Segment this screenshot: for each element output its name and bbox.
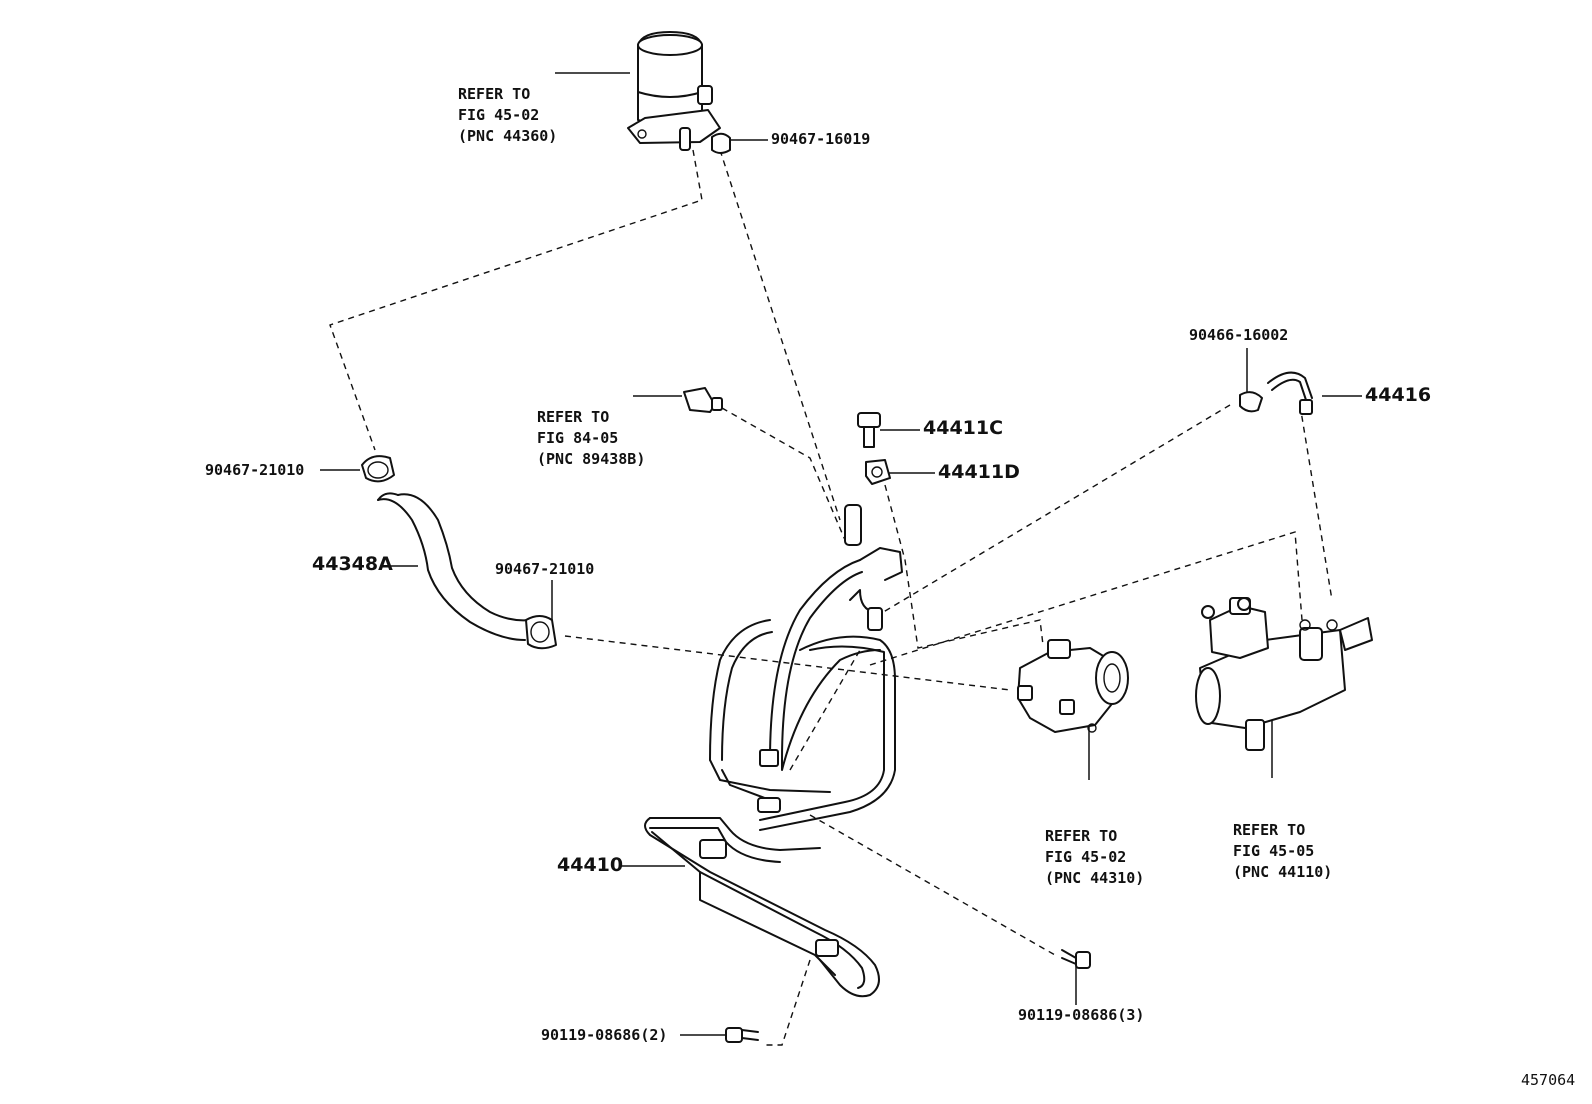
pump-drawing <box>1017 639 1129 733</box>
bolt-bottom-drawing <box>725 1027 759 1043</box>
clamp-right-part-number[interactable]: 90466-16002 <box>1189 326 1289 344</box>
reservoir-drawing <box>627 31 721 151</box>
hose-part-number[interactable]: 44348A <box>312 553 393 575</box>
clamp-left-drawing <box>361 455 395 483</box>
bolt-44411C-part-number[interactable]: 44411C <box>923 417 1004 439</box>
leader-lines <box>320 72 1362 1036</box>
tube-assembly-44410-drawing <box>644 504 903 998</box>
bolt-44411C-drawing <box>857 412 881 448</box>
clamp-mid-drawing <box>525 615 557 650</box>
clamp-left-part-number[interactable]: 90467-21010 <box>205 461 305 479</box>
gasket-44411D-part-number[interactable]: 44411D <box>938 461 1020 483</box>
assembly-dashed-lines <box>329 149 1333 1046</box>
bolt-right-drawing <box>1061 949 1091 969</box>
sensor-drawing <box>683 387 723 413</box>
clamp-top-drawing <box>711 132 731 154</box>
clamp-mid-part-number[interactable]: 90467-21010 <box>495 560 595 578</box>
diagram-id: 457064 <box>1521 1071 1576 1089</box>
clamp-right-drawing <box>1239 391 1263 413</box>
tube-assembly-part-number[interactable]: 44410 <box>557 854 624 876</box>
tube-44416-part-number[interactable]: 44416 <box>1365 384 1432 406</box>
bolt-right-part-number[interactable]: 90119-08686(3) <box>1018 1006 1145 1024</box>
tube-44416-drawing <box>1267 371 1313 415</box>
steering-gear-drawing <box>1195 597 1373 751</box>
bolt-bottom-part-number[interactable]: 90119-08686(2) <box>541 1026 668 1044</box>
gasket-44411D-drawing <box>865 459 891 485</box>
clamp-top-part-number[interactable]: 90467-16019 <box>771 130 871 148</box>
hose-44348A-drawing <box>377 492 531 641</box>
